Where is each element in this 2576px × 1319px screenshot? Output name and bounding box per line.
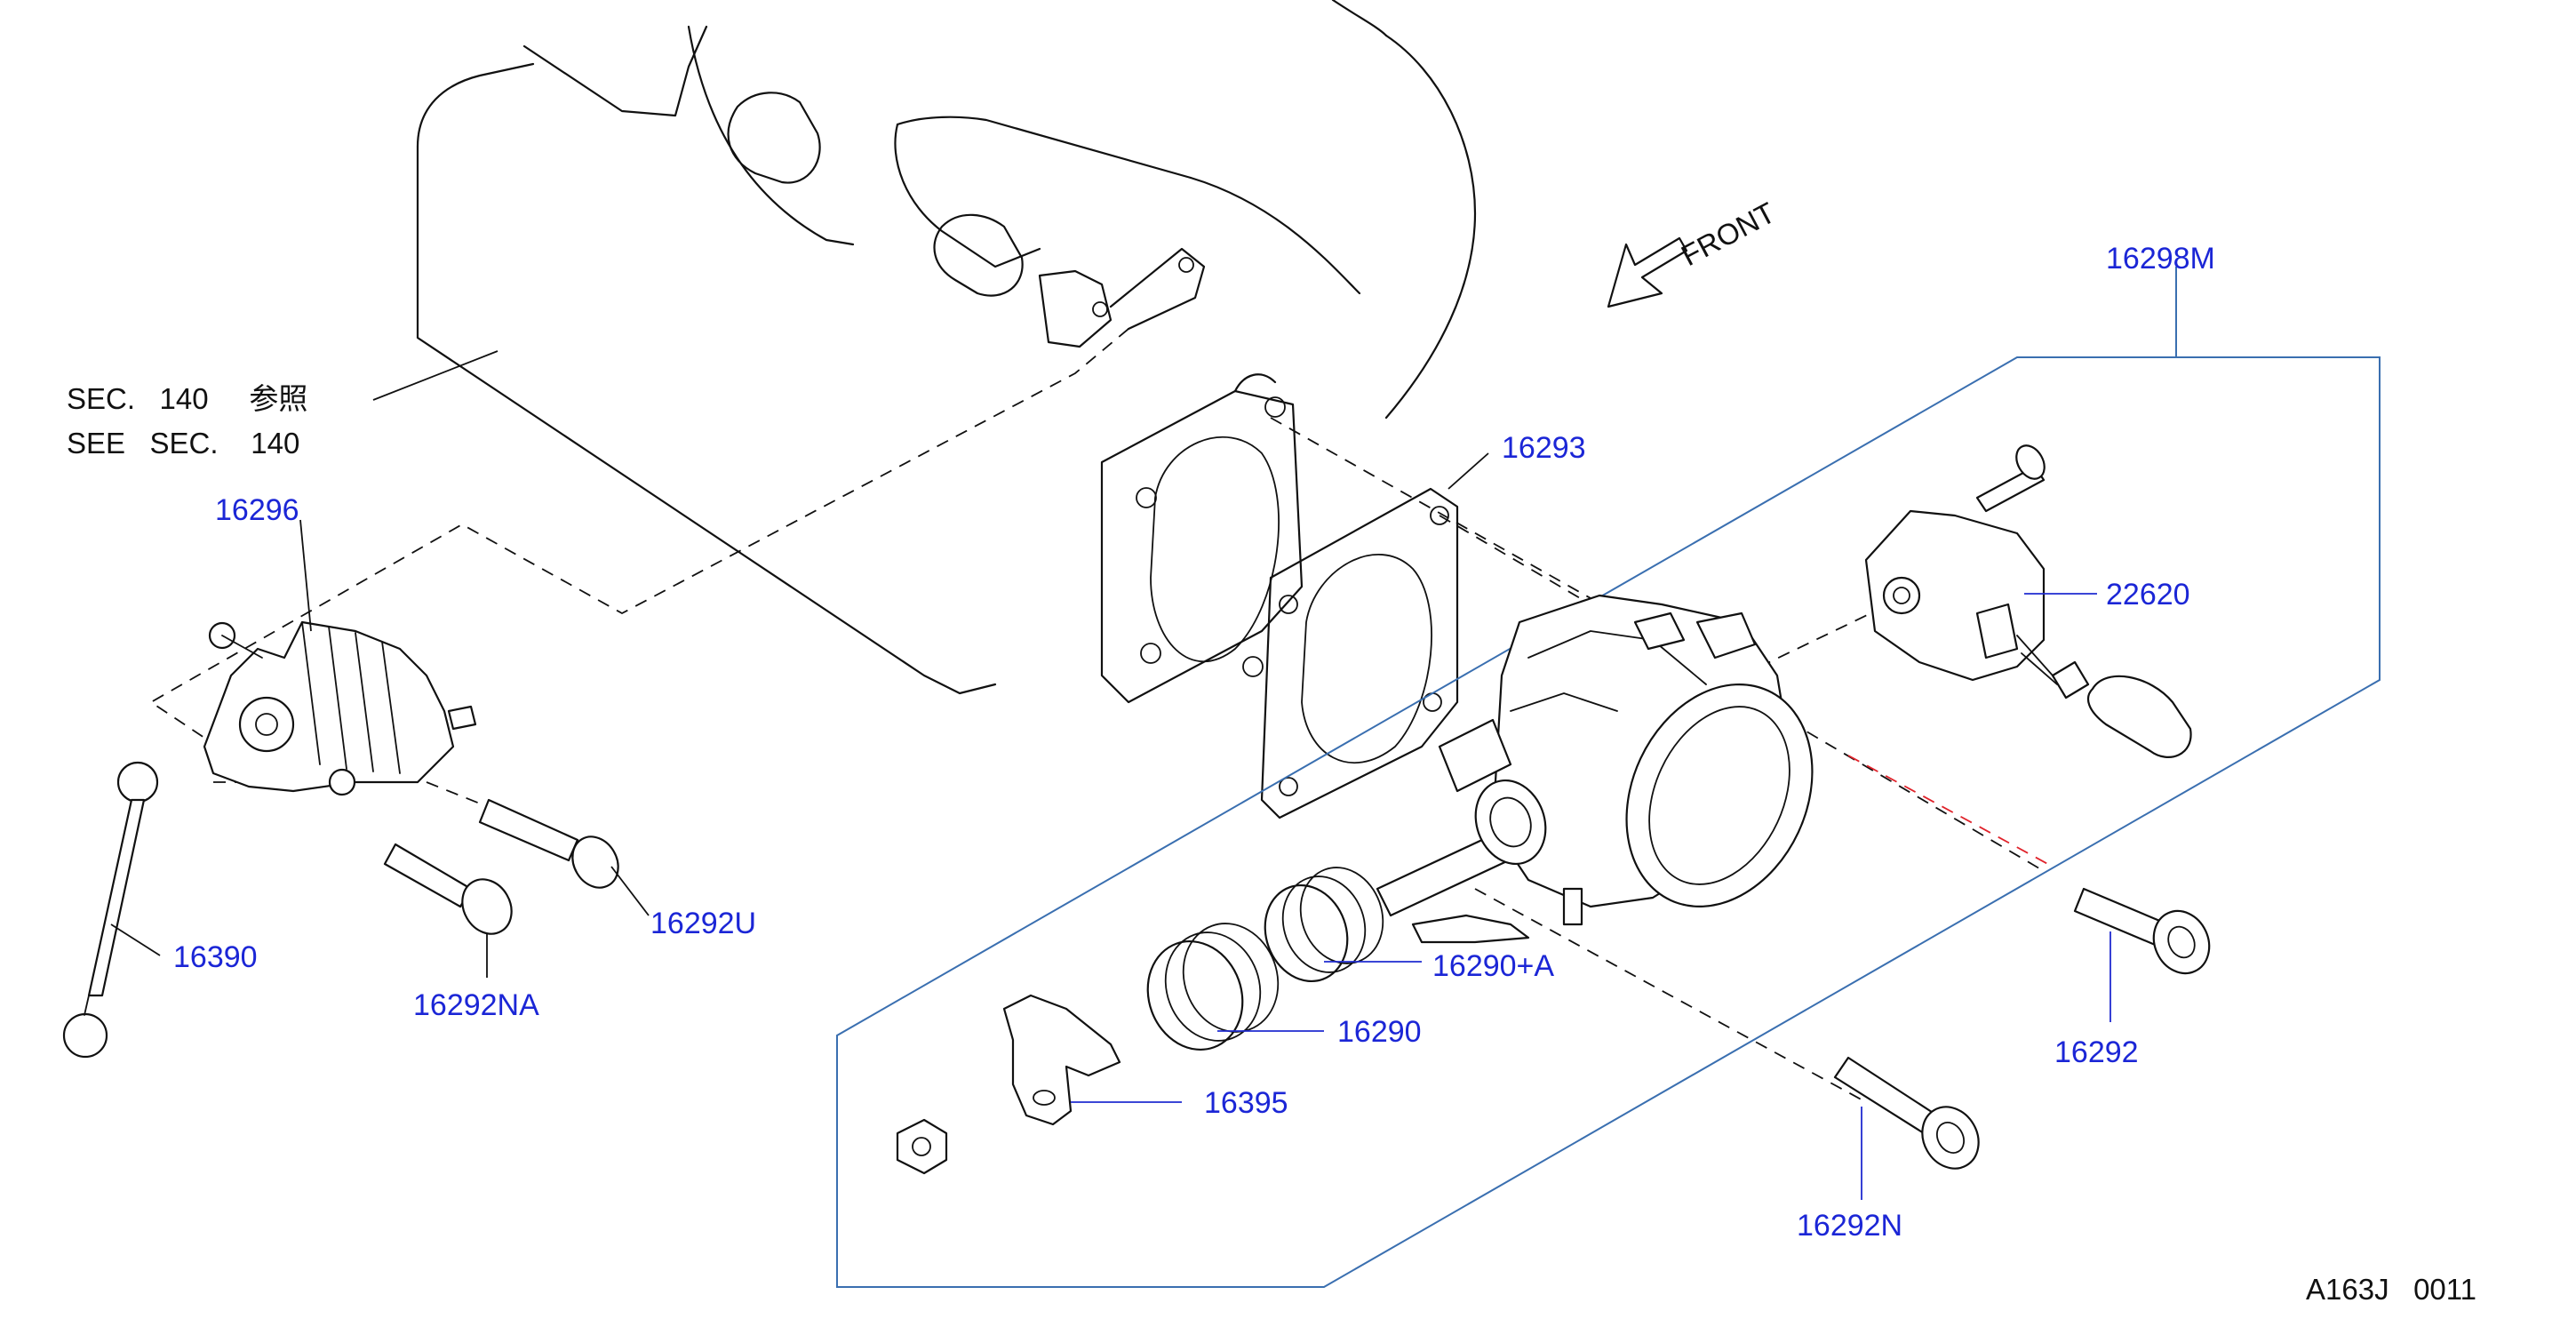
part-number-16292[interactable]: 16292: [2054, 1035, 2139, 1069]
bolt-16292NA: [383, 843, 513, 935]
throttle-sensor-22620: [1864, 509, 2192, 758]
part-number-16292U[interactable]: 16292U: [650, 907, 756, 940]
leader-lines: [110, 350, 2111, 1200]
part-number-16390[interactable]: 16390: [173, 940, 258, 974]
spring-16290: [1146, 923, 1280, 1051]
drawing-code: A163J 0011: [2306, 1273, 2476, 1306]
front-arrow: FRONT: [1607, 196, 1781, 308]
intake-manifold-drawing: [416, 0, 1477, 704]
gasket-16293: [1260, 487, 1459, 819]
nut: [896, 1118, 948, 1175]
section-ref-jp: SEC. 140 参照: [67, 382, 307, 415]
bolt-16292N: [1833, 1056, 1980, 1170]
part-number-16290[interactable]: 16290: [1337, 1015, 1422, 1049]
bolt-16292: [2073, 887, 2211, 975]
part-number-16290A[interactable]: 16290+A: [1432, 949, 1554, 983]
part-number-16292N[interactable]: 16292N: [1797, 1209, 1902, 1243]
part-number-16292NA[interactable]: 16292NA: [413, 988, 539, 1022]
part-number-22620[interactable]: 22620: [2106, 578, 2190, 612]
assembly-box-16298M: [836, 267, 2381, 1288]
labels: SEC. 140 参照 SEE SEC. 140 16298M 16293 16…: [67, 242, 2476, 1306]
part-number-16298M[interactable]: 16298M: [2106, 242, 2215, 276]
part-number-16395[interactable]: 16395: [1204, 1086, 1288, 1120]
sensor-screw: [1975, 444, 2046, 513]
section-ref-en: SEE SEC. 140: [67, 427, 299, 460]
front-label: FRONT: [1676, 196, 1781, 272]
bolt-16292U: [478, 798, 619, 889]
part-number-16296[interactable]: 16296: [215, 493, 299, 527]
spring-16290A: [1264, 867, 1384, 983]
link-rod-16390: [62, 761, 159, 1059]
throttle-body: [1376, 594, 1814, 944]
bracket-16395: [1002, 994, 1121, 1126]
idle-actuator-16296: [203, 620, 477, 796]
part-number-16293[interactable]: 16293: [1502, 431, 1586, 465]
